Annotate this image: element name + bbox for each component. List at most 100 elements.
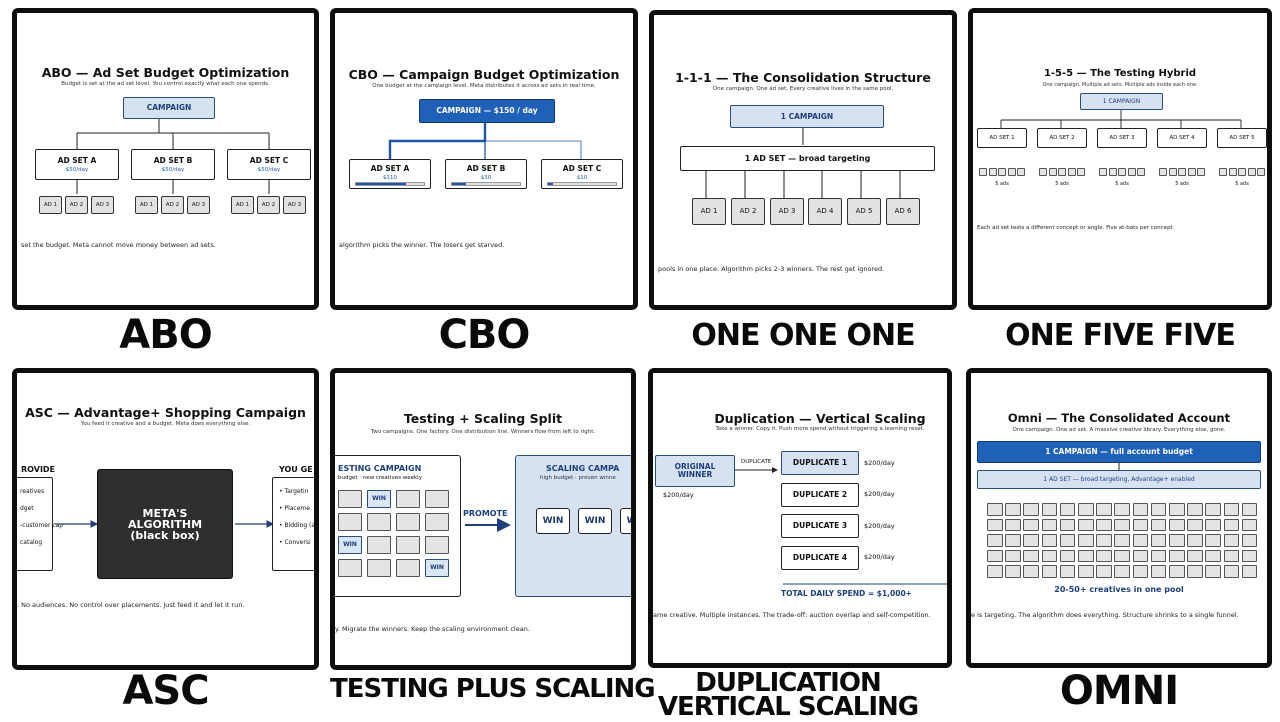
tps-promote-label: PROMOTE (463, 509, 508, 518)
tps-creative-cell (425, 490, 449, 508)
omni-creative-cell (1241, 565, 1258, 578)
omni-creative-cell (1114, 503, 1130, 516)
abo-adset-c-budget: $50/day (257, 167, 281, 173)
omni-creative-cell (1205, 565, 1221, 578)
asc-input-item: -customer cap (20, 522, 64, 529)
omni-creative-cell (1096, 534, 1112, 547)
asc-algo-line: (black box) (130, 529, 200, 542)
omni-creative-cell (1041, 503, 1058, 516)
dup-duplicate-box: DUPLICATE 3 (781, 514, 859, 538)
omni-creative-cell (1023, 503, 1039, 516)
one11-ad: AD 5 (847, 198, 881, 225)
tps-creative-cell (396, 490, 420, 508)
one55-ad-cell (1178, 168, 1186, 176)
one55-ads-label: 5 ads (1115, 181, 1129, 187)
abo-ad: AD 3 (187, 196, 210, 214)
omni-creative-cell (1241, 549, 1258, 562)
one11-title: 1-1-1 — The Consolidation Structure (675, 70, 931, 85)
abo-connectors (76, 119, 270, 194)
cbo-spend-bar-b (451, 182, 521, 186)
omni-creative-cell (1078, 534, 1094, 547)
omni-creative-cell (1023, 518, 1039, 531)
abo-adset-a: AD SET A $50/day (35, 149, 119, 180)
one55-ad-cell (1187, 168, 1196, 176)
tps-creative-cell (425, 513, 449, 531)
one55-ad-cell (998, 168, 1006, 176)
one55-ad-cell (1127, 168, 1136, 176)
dup-total-spend: TOTAL DAILY SPEND = $1,000+ (781, 589, 912, 598)
omni-creative-cell (1132, 503, 1149, 516)
caption-one-five-five: ONE FIVE FIVE (1005, 318, 1236, 353)
abo-ad: AD 2 (257, 196, 280, 214)
one55-ad-cell (1137, 168, 1145, 176)
asc-output-item: • Bidding (a (279, 522, 316, 529)
one55-ad-cell (1017, 168, 1025, 176)
tps-creative-cell (338, 559, 362, 577)
asc-input-item: dget (20, 505, 34, 512)
omni-creative-cell (1078, 503, 1094, 516)
cbo-campaign-box: CAMPAIGN — $150 / day (419, 99, 555, 123)
asc-algo-line: ALGORITHM (127, 518, 203, 531)
omni-creative-cell (1187, 534, 1203, 547)
omni-creative-cell (1223, 534, 1240, 547)
one55-campaign-box: 1 CAMPAIGN (1080, 93, 1163, 110)
one11-campaign-box: 1 CAMPAIGN (730, 105, 884, 128)
one11-footer: pools in one place. Algorithm picks 2-3 … (658, 265, 885, 273)
abo-footer: set the budget. Meta cannot move money b… (21, 241, 216, 249)
cbo-adset-c-label: AD SET C (562, 164, 602, 173)
caption-one-one-one: ONE ONE ONE (691, 318, 915, 353)
omni-creative-cell (1096, 503, 1112, 516)
cbo-adset-b-spend: $30 (480, 175, 492, 181)
one55-connectors (1000, 110, 1242, 128)
one55-ads-label: 5 ads (1235, 181, 1249, 187)
asc-outputs-box: • Targetin • Placeme • Bidding (a • Conv… (272, 477, 316, 571)
omni-adset-box: 1 AD SET — broad targeting, Advantage+ e… (977, 470, 1261, 489)
tps-winning-creative: WIN (425, 559, 449, 577)
panel-abo: ABO — Ad Set Budget Optimization Budget … (12, 8, 319, 310)
omni-creative-cell (1041, 565, 1058, 578)
caption-duplication-line1: DUPLICATION (695, 668, 881, 698)
tps-winning-creative: WIN (367, 490, 391, 508)
omni-creative-cell (987, 565, 1003, 578)
one11-ad: AD 2 (731, 198, 765, 225)
omni-creative-cell (1059, 549, 1076, 562)
one11-connectors (705, 128, 901, 198)
dup-title: Duplication — Vertical Scaling (714, 411, 926, 426)
asc-algo-line: META'S (142, 507, 188, 520)
omni-creative-cell (1241, 503, 1258, 516)
asc-output-item: • Placeme (279, 505, 310, 512)
asc-subtitle: You feed it creative and a budget. Meta … (80, 421, 251, 427)
abo-adset-c-label: AD SET C (249, 156, 289, 165)
omni-title: Omni — The Consolidated Account (1007, 411, 1231, 425)
one55-ad-cell (979, 168, 987, 176)
omni-creative-cell (1005, 518, 1021, 531)
omni-creative-cell (1041, 549, 1058, 562)
abo-adset-c: AD SET C $50/day (227, 149, 311, 180)
abo-ad: AD 3 (283, 196, 306, 214)
caption-cbo: CBO (438, 312, 531, 358)
omni-creative-cell (1096, 565, 1112, 578)
asc-algorithm-box: META'S ALGORITHM (black box) (97, 469, 233, 579)
one55-ad-cell (1168, 168, 1177, 176)
one55-ads-label: 5 ads (1175, 181, 1189, 187)
one55-ads-label: 5 ads (1055, 181, 1069, 187)
omni-creative-cell (1132, 534, 1149, 547)
abo-adset-a-label: AD SET A (57, 156, 97, 165)
caption-testing-scaling: TESTING PLUS SCALING (330, 674, 656, 704)
omni-creative-cell (987, 518, 1003, 531)
caption-duplication-line2: VERTICAL SCALING (657, 692, 919, 722)
cbo-connectors (388, 123, 582, 159)
omni-creative-cell (1078, 565, 1094, 578)
cbo-spend-bar-a (355, 182, 425, 186)
asc-title: ASC — Advantage+ Shopping Campaign (25, 405, 306, 420)
asc-footer: . No audiences. No control over placemen… (17, 601, 245, 609)
one55-adset-box: AD SET 4 (1157, 128, 1207, 148)
omni-creative-cell (1078, 518, 1094, 531)
one11-ad: AD 1 (692, 198, 726, 225)
omni-creative-cell (1059, 503, 1076, 516)
dup-duplicate-budget: $200/day (864, 522, 895, 530)
tps-creative-cell (396, 513, 420, 531)
dup-original-budget: $200/day (663, 491, 694, 499)
omni-subtitle: One campaign. One ad set. A massive crea… (1012, 427, 1226, 433)
omni-creative-cell (1114, 518, 1130, 531)
